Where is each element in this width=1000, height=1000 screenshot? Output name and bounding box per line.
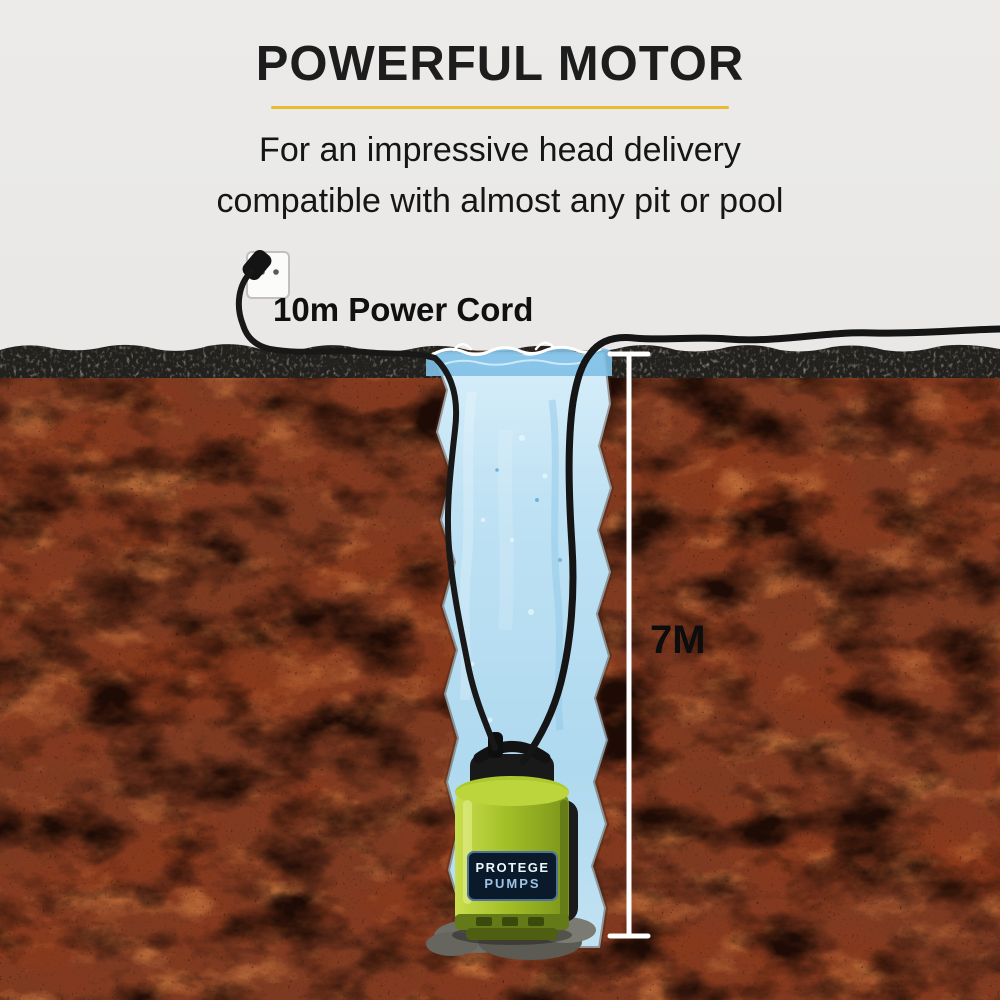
depth-label: 7M	[650, 618, 706, 662]
pump-brand-line-2: PUMPS	[484, 876, 541, 891]
water-surface	[426, 341, 612, 376]
header: POWERFUL MOTOR For an impressive head de…	[0, 0, 1000, 227]
water-bubbles	[469, 435, 555, 723]
subtitle-line-1: For an impressive head delivery	[259, 130, 741, 169]
page-title: POWERFUL MOTOR	[255, 37, 745, 91]
power-cord-label: 10m Power Cord	[273, 291, 534, 328]
discharge-hose-path	[519, 325, 1000, 766]
power-cord-path	[235, 269, 498, 751]
pump-handle	[473, 741, 551, 764]
depth-measure-line	[607, 351, 651, 939]
water-droplets	[495, 468, 562, 562]
pump-brand-plate: PROTEGE PUMPS	[467, 851, 558, 901]
title-underline	[271, 105, 729, 109]
subtitle-line-2: compatible with almost any pit or pool	[216, 181, 784, 220]
pump-brand-line-1: PROTEGE	[475, 859, 550, 875]
